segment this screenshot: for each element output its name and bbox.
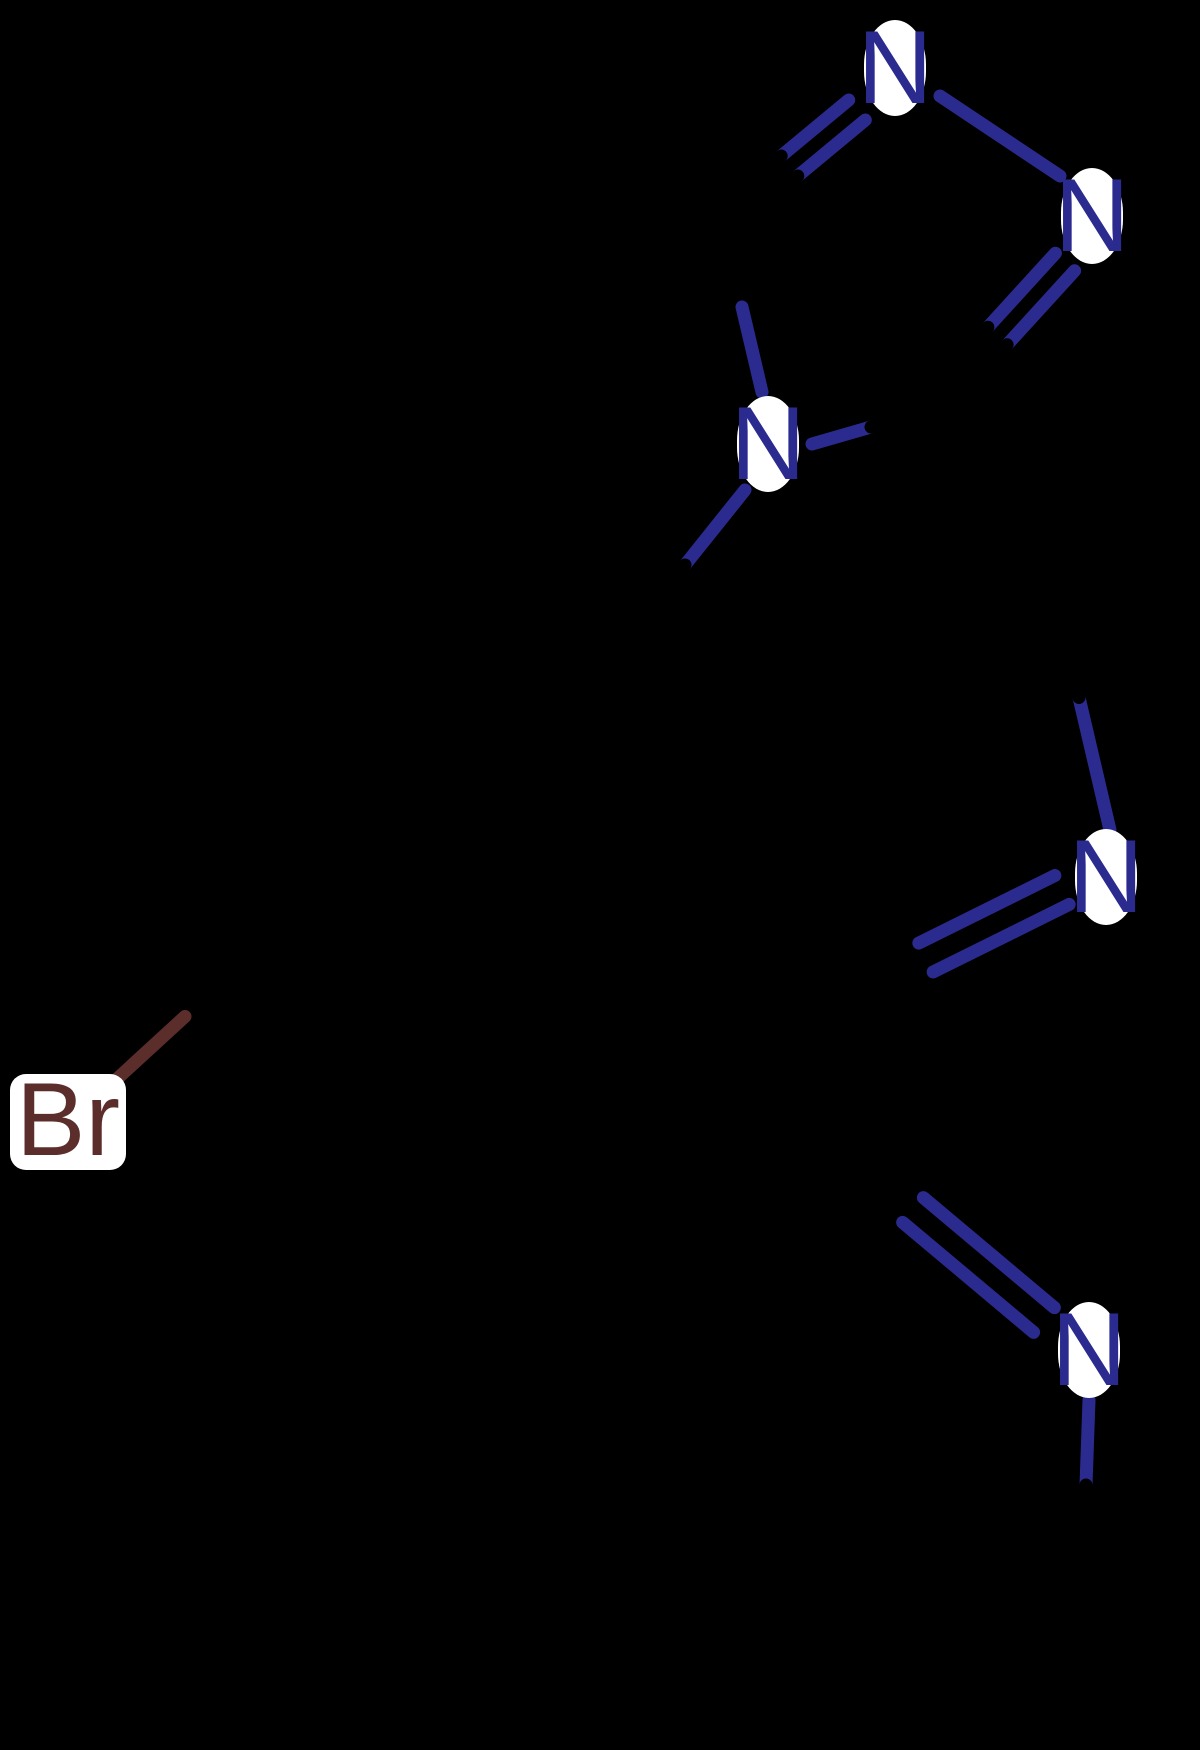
b-triazole-c5-nring-half-a bbox=[715, 215, 749, 314]
b-benzene-5-6-half-a bbox=[227, 916, 318, 1060]
b-triazole-n-right-c3-half-a bbox=[1000, 264, 1082, 352]
b-triazole-n-right-c3-half-b bbox=[913, 320, 995, 408]
b-br-bond-half-b bbox=[111, 1010, 192, 1085]
bond-layer bbox=[111, 89, 1117, 1577]
b-triazole-n-right-c3-half-a bbox=[981, 246, 1062, 334]
b-benzene-6-1-half-a bbox=[393, 713, 519, 807]
b-benzene-5-6-half-a bbox=[249, 930, 341, 1074]
b-nitrile-lower-half-a bbox=[765, 1105, 910, 1229]
b-nitrile-lower-half-b bbox=[896, 1215, 1041, 1339]
b-nitrile-lower-tail-half-a bbox=[1079, 1393, 1096, 1492]
b-benzene-3-4-half-b bbox=[379, 1180, 503, 1249]
b-triazole-n-top-c5-half-b bbox=[707, 149, 788, 219]
b-nitrile-upper-tail-half-a bbox=[1072, 691, 1117, 837]
b-benzene-1-2-half-b bbox=[638, 752, 660, 886]
b-benzene-1-2-half-b bbox=[613, 754, 634, 888]
b-benzene-2-3-half-b bbox=[593, 993, 627, 1127]
b-triazole-n-top-c5-half-a bbox=[791, 113, 872, 183]
b-nitrile-upper-half-a bbox=[790, 965, 940, 1046]
b-benzene-1-2-half-a bbox=[631, 632, 652, 766]
b-benzene-2-3-half-a bbox=[613, 873, 647, 1007]
b-triazole-n-top-c5-half-b bbox=[723, 169, 805, 239]
atom-label-n-triazole-right: N bbox=[1054, 158, 1130, 274]
b-triazole-nring-c3-half-b bbox=[864, 403, 937, 434]
b-triazole-n-top-n-right-half-a bbox=[933, 89, 1007, 143]
b-benzene-3-4-half-a bbox=[489, 1125, 613, 1194]
b-benzene-3-4-half-b bbox=[367, 1156, 491, 1225]
b-nitrile-upper-half-a bbox=[776, 936, 926, 1018]
atom-label-n-nitrile-upper: N bbox=[1068, 819, 1144, 935]
b-triazole-n-right-c3-half-b bbox=[933, 338, 1014, 426]
b-benzene-3-4-half-a bbox=[477, 1101, 601, 1170]
b-nitrile-lower-tail-half-b bbox=[1076, 1478, 1093, 1577]
b-benzene-5-6-half-b bbox=[327, 800, 418, 944]
b-benzene-4-5-half-a bbox=[306, 1138, 387, 1237]
b-nitrile-upper-half-b bbox=[912, 869, 1062, 950]
b-triazole-n-top-n-right-half-b bbox=[993, 129, 1067, 183]
b-benzene-5-6-half-b bbox=[304, 786, 396, 930]
b-benzene-1-2-half-a bbox=[605, 634, 627, 768]
atom-label-n-triazole-top: N bbox=[857, 10, 933, 126]
b-nitrile-lower-half-a bbox=[785, 1081, 930, 1205]
b-nring-benzene-half-a bbox=[678, 483, 752, 572]
b-br-bond-half-a bbox=[178, 948, 259, 1023]
b-triazole-nring-c3-half-a bbox=[805, 420, 878, 451]
atom-label-n-triazole-ring: N bbox=[730, 386, 806, 502]
atom-label-n-nitrile-lower: N bbox=[1051, 1292, 1127, 1408]
b-nitrile-lower-half-b bbox=[916, 1191, 1061, 1315]
b-nitrile-upper-tail-half-b bbox=[1041, 558, 1086, 704]
b-benzene-6-1-half-b bbox=[506, 633, 632, 727]
b-triazole-c5-nring-half-b bbox=[735, 300, 769, 399]
b-nring-benzene-half-b bbox=[618, 558, 692, 647]
b-triazole-n-top-c5-half-a bbox=[774, 93, 856, 163]
atom-label-br-substituent: Br bbox=[10, 1068, 126, 1172]
b-benzene-4-5-half-b bbox=[238, 1053, 319, 1152]
b-nitrile-upper-half-b bbox=[926, 897, 1076, 979]
